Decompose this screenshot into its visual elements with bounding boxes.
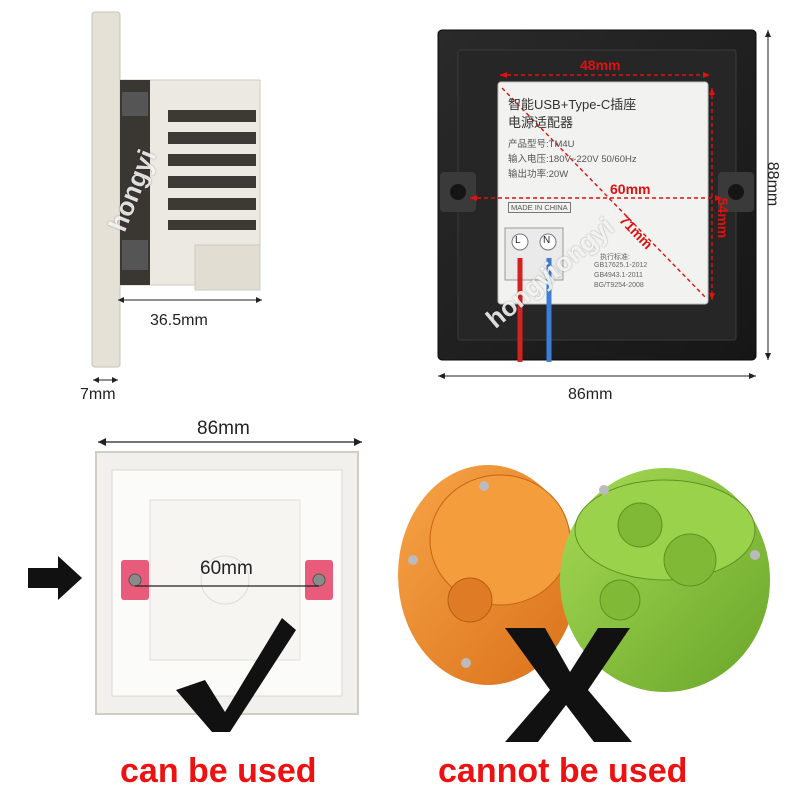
standard-3: BG/T9254-2008 [594,282,644,289]
module-model: 产品型号:TM4U [508,139,575,150]
standard-86-box [28,438,362,732]
round-european-boxes [398,465,770,742]
side-depth-label: 36.5mm [150,312,208,329]
outer-height-label: 88mm [764,161,782,207]
can-be-used-label: can be used [120,752,317,790]
inner-width-label: 48mm [580,57,621,73]
standard-1: GB17625.1-2012 [594,262,648,269]
terminal-n-label: N [543,235,551,246]
module-title-line1: 智能USB+Type-C插座 [508,97,637,112]
socket-side-view [91,11,262,383]
hole-spacing-label: 60mm [610,181,651,197]
plate-thickness-label: 7mm [80,386,116,403]
module-output: 输出功率:20W [508,169,569,180]
box-width-label: 86mm [197,418,250,439]
socket-back-panel [437,29,771,379]
terminal-l-label: L [515,235,521,246]
standard-2: GB4943.1-2011 [594,272,643,279]
cannot-be-used-label: cannot be used [438,752,688,790]
made-in-badge: MADE IN CHINA [508,202,571,213]
inner-height-label: 54mm [715,197,732,239]
module-title-line2: 电源适配器 [508,115,574,130]
standards-header: 执行标准: [600,254,630,261]
box-hole-spacing-label: 60mm [200,558,253,579]
outer-width-label: 86mm [568,386,613,403]
module-input: 输入电压:180V~220V 50/60Hz [508,154,637,165]
